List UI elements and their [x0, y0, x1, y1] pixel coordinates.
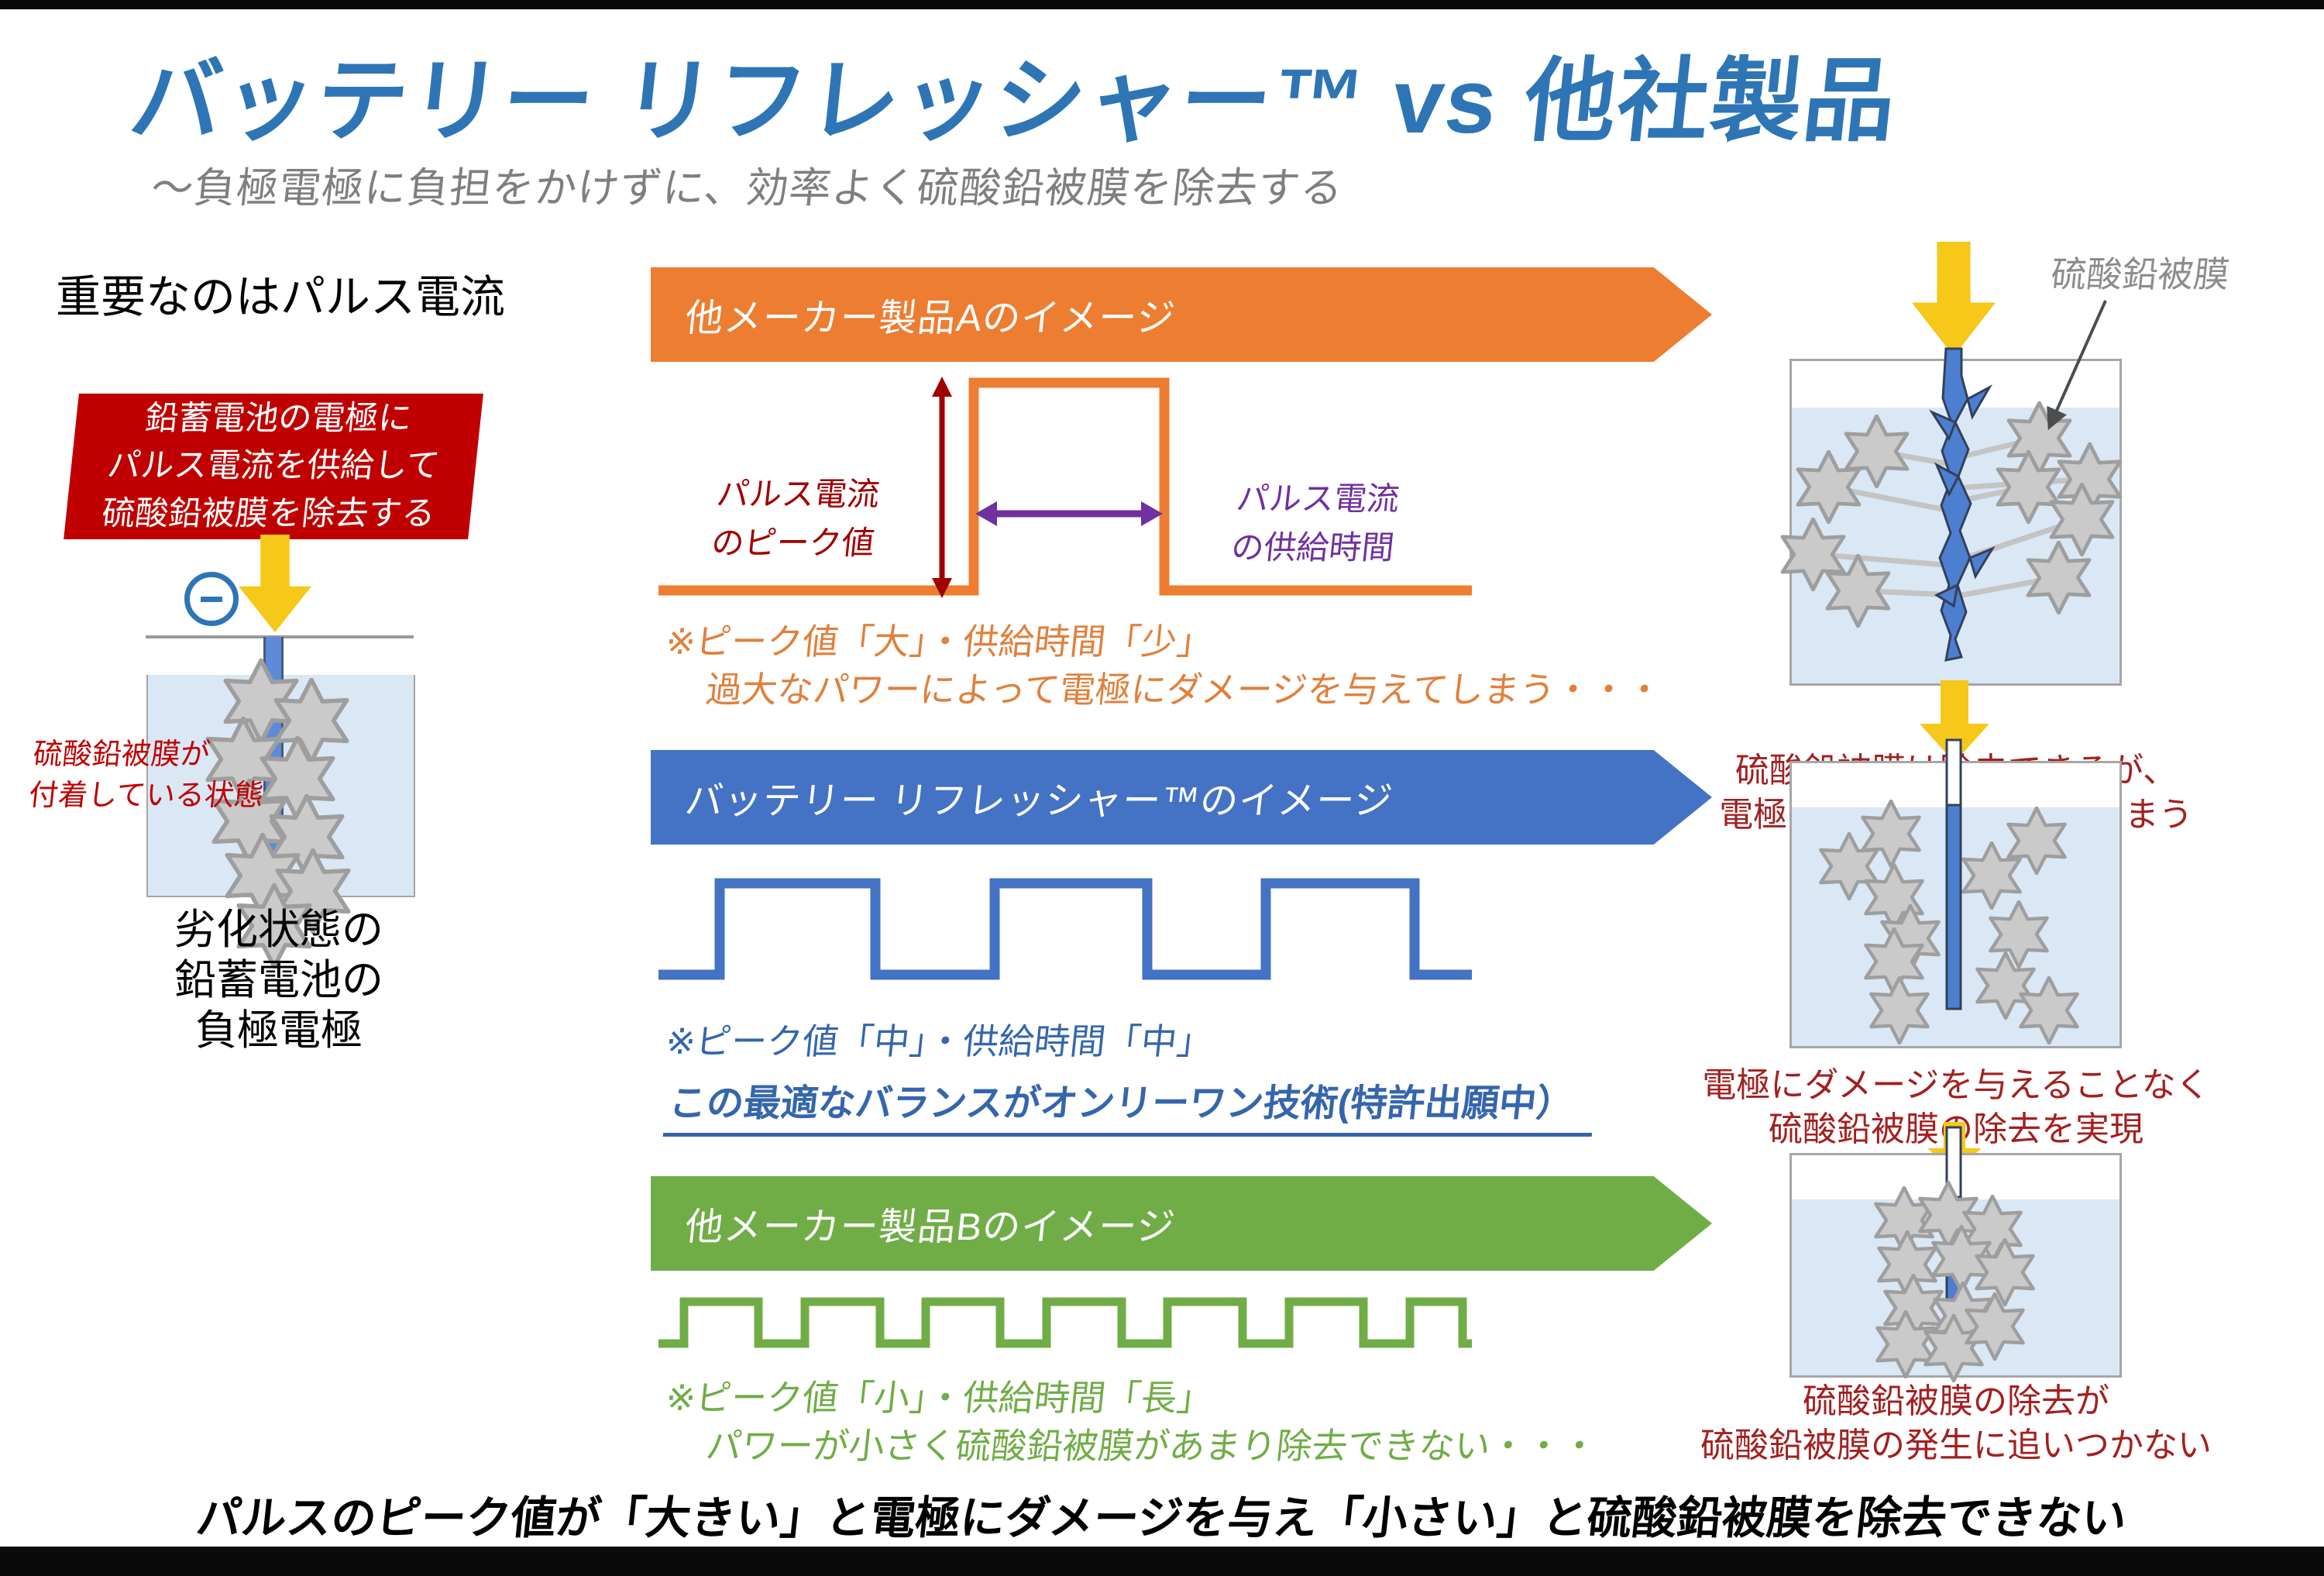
page-subtitle: ～負極電極に負担をかけずに、効率よく硫酸鉛被膜を除去する — [149, 165, 1346, 212]
clean-electrode — [1945, 803, 1962, 1010]
product-a-note-1: ※ピーク値「大」・供給時間「少」 — [663, 621, 1215, 662]
peak-value-label: パルス電流 のピーク値 — [710, 476, 882, 561]
product-a-note-2: 過大なパワーによって電極にダメージを与えてしまう・・・ — [703, 669, 1665, 710]
clean-electrode-tip — [1945, 738, 1962, 807]
banner-refresher: バッテリー リフレッシャー™のイメージ — [651, 750, 1712, 845]
banner-product-b: 他メーカー製品Bのイメージ — [651, 1176, 1712, 1271]
left-tank-caption: 劣化状態の 鉛蓄電池の 負極電極 — [174, 907, 383, 1054]
banner-product-b-label: 他メーカー製品Bのイメージ — [682, 1206, 1178, 1248]
refresher-note-1: ※ピーク値「中」・供給時間「中」 — [663, 1021, 1215, 1062]
banner-product-a: 他メーカー製品Aのイメージ — [651, 267, 1712, 362]
supply-duration-label: パルス電流 の供給時間 — [1229, 480, 1401, 566]
left-heading: 重要なのはパルス電流 — [56, 272, 506, 322]
callout-line: 硫酸鉛被膜を除去する — [100, 494, 438, 532]
bottom-summary: パルスのピーク値が「大きい」と電極にダメージを与え「小さい」と硫酸鉛被膜を除去で… — [194, 1493, 2130, 1543]
tank-b-diagram — [1789, 1126, 2123, 1441]
waveform-a-annotations — [932, 377, 1163, 598]
waveform-product-a — [658, 377, 1472, 596]
callout-line: 鉛蓄電池の電極に — [143, 400, 414, 438]
top-letterbox-bar — [0, 0, 2324, 9]
film-pointer-line — [2047, 300, 2107, 431]
product-b-note-2: パワーが小さく硫酸鉛被膜があまり除去できない・・・ — [703, 1426, 1600, 1466]
left-film-state-label: 硫酸鉛被膜が 付着している状態 — [27, 738, 266, 813]
pulse-principle-callout: 鉛蓄電池の電極に パルス電流を供給して 硫酸鉛被膜を除去する — [64, 394, 483, 539]
banner-product-a-label: 他メーカー製品Aのイメージ — [682, 297, 1178, 339]
caption-product-b: 硫酸鉛被膜の除去が 硫酸鉛被膜の発生に追いつかない — [1700, 1382, 2212, 1465]
product-b-note-1: ※ピーク値「小」・供給時間「長」 — [663, 1378, 1215, 1418]
bottom-letterbox-bar — [0, 1547, 2324, 1576]
banner-refresher-label: バッテリー リフレッシャー™のイメージ — [682, 779, 1396, 822]
damaged-electrode — [1938, 347, 1972, 662]
tank-a-diagram — [1789, 300, 2123, 662]
waveform-product-b — [658, 1297, 1472, 1348]
callout-line: パルス電流を供給して — [105, 447, 442, 485]
waveform-refresher — [658, 878, 1472, 980]
tank-refresher-diagram — [1789, 738, 2123, 1062]
minus-terminal-icon — [184, 572, 239, 626]
refresher-patent-note: この最適なバランスがオンリーワン技術(特許出願中） — [662, 1072, 1599, 1137]
page-title: バッテリー リフレッシャー™ vs 他社製品 — [125, 50, 1903, 153]
down-arrow-icon — [239, 535, 311, 632]
